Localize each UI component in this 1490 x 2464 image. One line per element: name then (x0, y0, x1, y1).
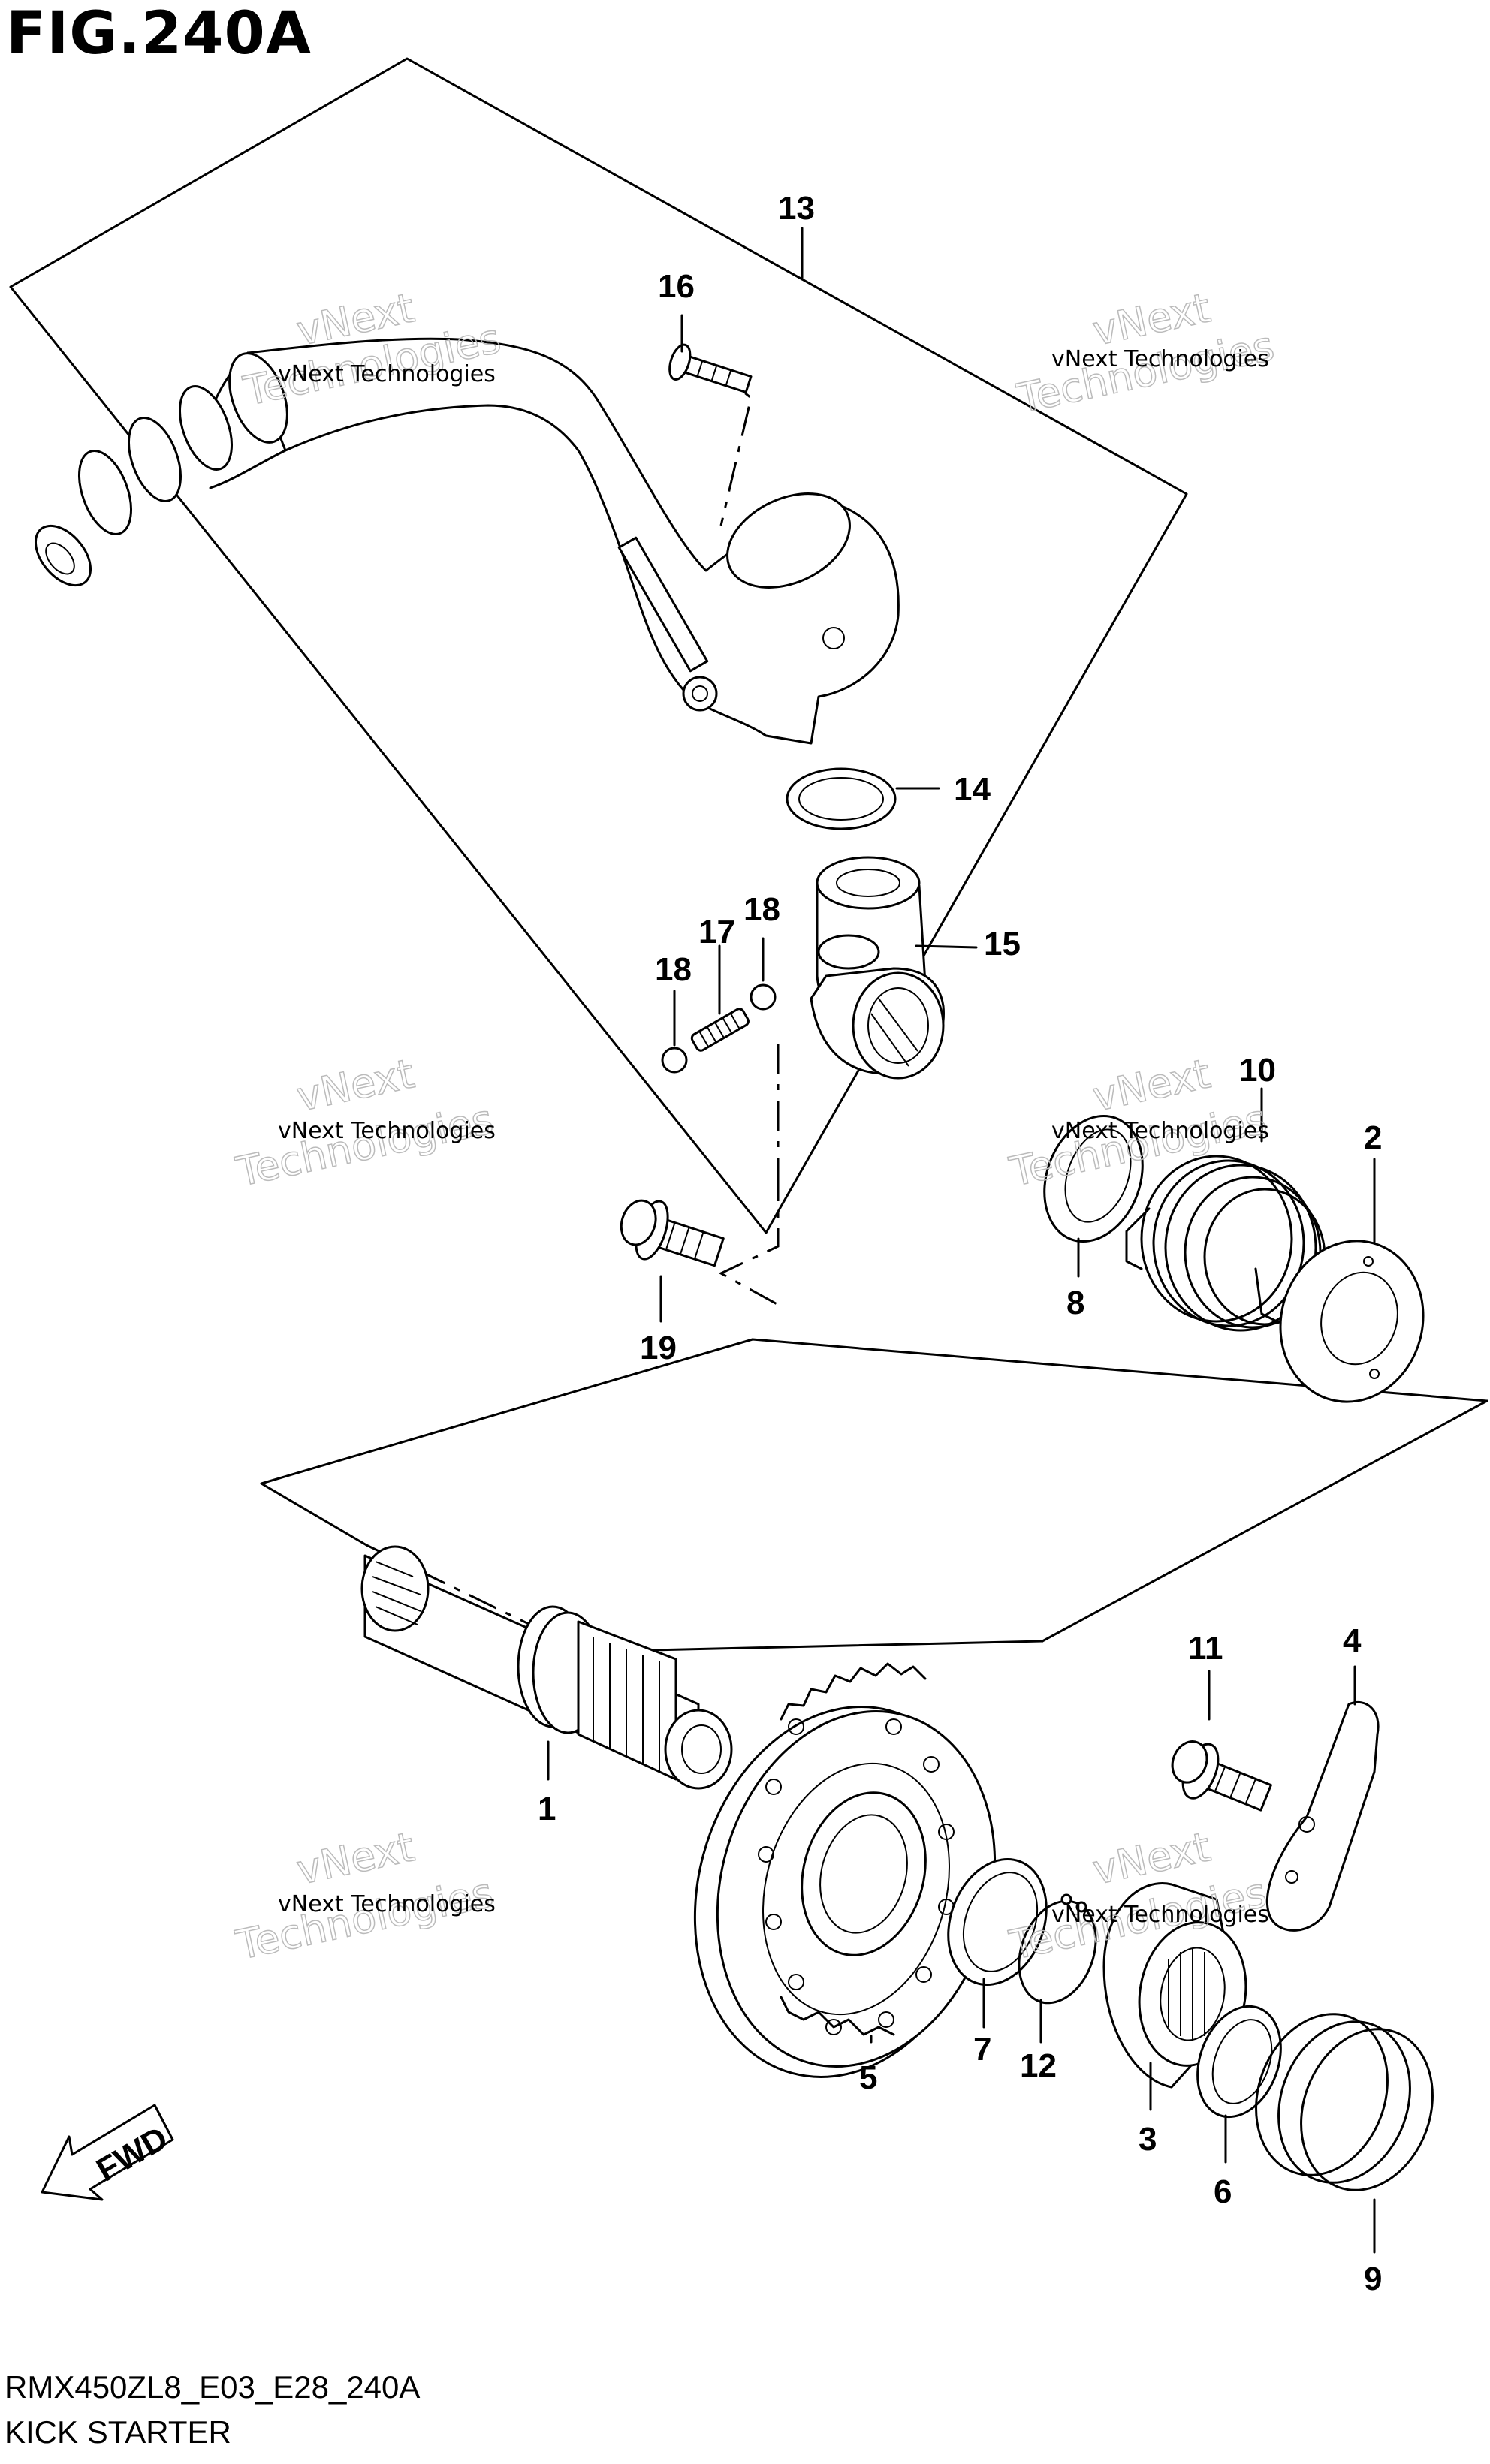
callout-7: 7 (973, 2031, 991, 2068)
svg-text:Technologies: Technologies (232, 1095, 497, 1196)
spring-9 (1255, 2013, 1434, 2191)
spring-17 (690, 1008, 750, 1052)
leader-lines (547, 227, 1376, 2254)
starter-shaft-1 (360, 1545, 733, 1790)
svg-text:vNext Technologies: vNext Technologies (278, 1118, 496, 1144)
callout-16: 16 (658, 268, 695, 305)
bolt-16 (668, 343, 753, 393)
callout-11: 11 (1188, 1630, 1223, 1667)
kick-lever (34, 337, 900, 745)
guide-plate-4 (1265, 1700, 1380, 1932)
callout-14: 14 (954, 771, 991, 808)
callout-8: 8 (1066, 1285, 1084, 1321)
assembly-box-lower (260, 1338, 1488, 1653)
ball-18-right (750, 983, 777, 1011)
watermark-5: vNext Technologies vNext Technologies (231, 1823, 498, 1970)
callout-12: 12 (1020, 2047, 1057, 2084)
shaft-boss-15 (810, 856, 945, 1080)
svg-text:vNext Technologies: vNext Technologies (1051, 1118, 1269, 1144)
svg-text:vNext: vNext (293, 1823, 418, 1893)
svg-text:vNext Technologies: vNext Technologies (278, 1891, 496, 1917)
watermark-3: vNext Technologies vNext Technologies (231, 1050, 498, 1197)
watermark-2: vNext Technologies vNext Technologies (1012, 284, 1279, 423)
callout-18-right: 18 (743, 891, 780, 928)
figure-code: RMX450ZL8_E03_E28_240A (5, 2369, 421, 2405)
figure-title: FIG.240A (6, 0, 312, 68)
callout-4: 4 (1343, 1622, 1362, 1659)
assembly-box-13 (9, 57, 1188, 1234)
callout-19: 19 (640, 1330, 677, 1366)
washer-7 (947, 1857, 1048, 1987)
kick-gear-5 (693, 1662, 997, 2078)
guide-plate-2 (1279, 1240, 1425, 1403)
svg-text:vNext Technologies: vNext Technologies (1051, 346, 1269, 372)
washer-8 (1043, 1114, 1144, 1243)
callout-3: 3 (1139, 2121, 1157, 2158)
callout-18-left: 18 (655, 951, 692, 988)
callout-6: 6 (1214, 2173, 1232, 2210)
o-ring-14 (786, 767, 897, 830)
callout-13: 13 (778, 190, 815, 227)
callout-10: 10 (1239, 1052, 1276, 1089)
callout-5: 5 (859, 2059, 877, 2096)
callout-1: 1 (538, 1791, 556, 1827)
callout-2: 2 (1364, 1119, 1382, 1156)
svg-text:vNext Technologies: vNext Technologies (1051, 1902, 1269, 1928)
callout-17: 17 (698, 914, 735, 950)
callout-9: 9 (1364, 2261, 1382, 2297)
flange-bolt-19 (620, 1199, 725, 1267)
svg-text:Technologies: Technologies (232, 1869, 497, 1969)
ball-18-left (661, 1047, 688, 1074)
forward-arrow: FWD (41, 2104, 174, 2201)
figure-subtitle: KICK STARTER (5, 2414, 231, 2450)
callout-15: 15 (984, 926, 1021, 962)
circlip-12 (1018, 1893, 1097, 2005)
svg-text:vNext Technologies: vNext Technologies (278, 361, 496, 387)
washer-6 (1196, 2005, 1282, 2119)
svg-text:vNext: vNext (293, 1050, 418, 1120)
bolt-11 (1171, 1740, 1272, 1812)
